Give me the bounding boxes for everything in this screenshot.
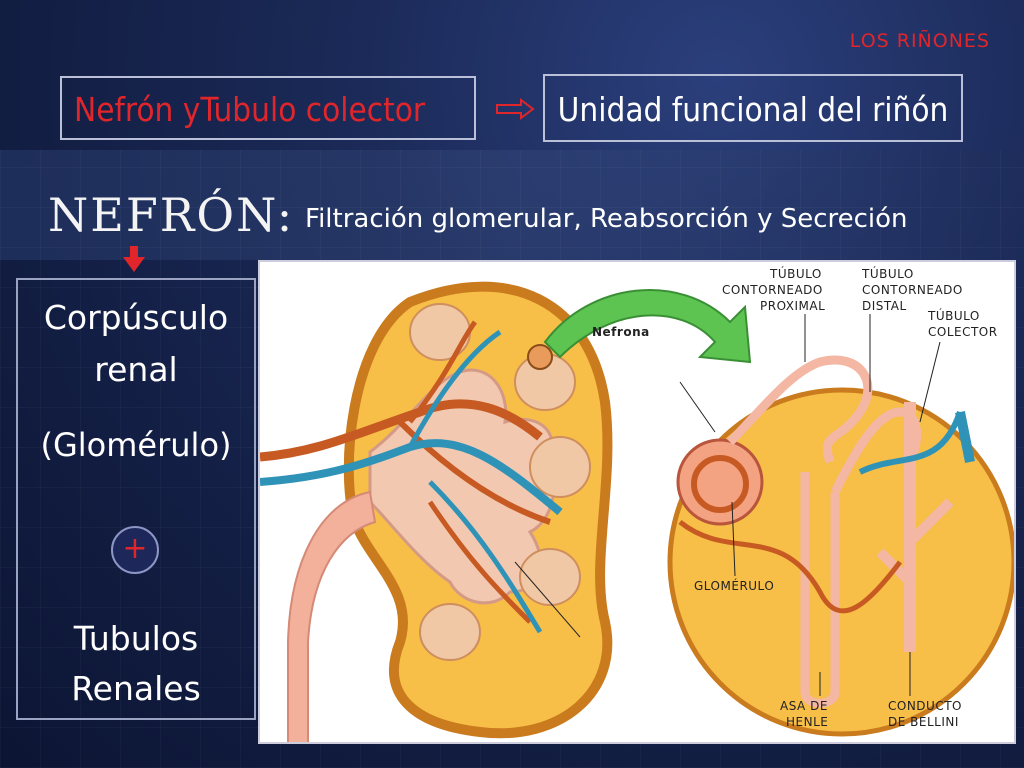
kidney-nephron-illustration: Nefrona TÚBULO CONTORNEADO PROXIMAL TÚBU… — [258, 260, 1016, 744]
svg-text:COLECTOR: COLECTOR — [928, 325, 998, 339]
tubules-line2: Renales — [71, 669, 201, 708]
background-band — [0, 150, 1024, 260]
down-arrow-icon — [123, 246, 145, 272]
nephron-term-box: Nefrón yTubulo colector — [60, 76, 476, 140]
nefrona-label: Nefrona — [592, 325, 650, 339]
svg-text:CONDUCTO: CONDUCTO — [888, 699, 962, 713]
leader-lines — [514, 314, 941, 696]
zoom-arrow — [543, 288, 752, 364]
svg-text:PROXIMAL: PROXIMAL — [760, 299, 825, 313]
svg-text:TÚBULO: TÚBULO — [927, 308, 980, 323]
svg-text:CONTORNEADO: CONTORNEADO — [722, 283, 823, 297]
corpuscle-label: Corpúsculo renal — [18, 292, 254, 396]
slide-topic: LOS RIÑONES — [849, 30, 990, 52]
loop-of-henle — [800, 472, 840, 708]
tubules-label: Tubulos Renales — [18, 614, 254, 714]
svg-text:DISTAL: DISTAL — [862, 299, 907, 313]
components-box: Corpúsculo renal (Glomérulo) + Tubulos R… — [16, 278, 256, 720]
nephron-location — [527, 344, 553, 370]
ureter — [287, 490, 377, 742]
page-title: NEFRÓN: — [48, 188, 295, 242]
corpuscle-line2: renal — [94, 350, 178, 389]
definition-box: Unidad funcional del riñón — [543, 74, 963, 142]
functions-subtitle: Filtración glomerular, Reabsorción y Sec… — [305, 204, 908, 234]
renal-pyramids — [409, 303, 591, 661]
svg-text:HENLE: HENLE — [786, 715, 828, 729]
illustration-svg: Nefrona TÚBULO CONTORNEADO PROXIMAL TÚBU… — [260, 266, 1014, 742]
svg-text:TÚBULO: TÚBULO — [769, 266, 822, 281]
svg-text:ASA DE: ASA DE — [780, 699, 828, 713]
right-arrow-icon — [496, 98, 535, 120]
tubules-line1: Tubulos — [73, 619, 199, 658]
svg-text:CONTORNEADO: CONTORNEADO — [862, 283, 963, 297]
corpuscle-line1: Corpúsculo — [43, 298, 229, 337]
glomerulus-label: (Glomérulo) — [40, 426, 232, 464]
figure-labels: TÚBULO CONTORNEADO PROXIMAL TÚBULO CONTO… — [694, 266, 998, 729]
svg-text:DE BELLINI: DE BELLINI — [888, 715, 959, 729]
svg-text:GLOMÉRULO: GLOMÉRULO — [694, 578, 774, 593]
plus-icon: + — [111, 526, 159, 574]
svg-text:TÚBULO: TÚBULO — [861, 266, 914, 281]
